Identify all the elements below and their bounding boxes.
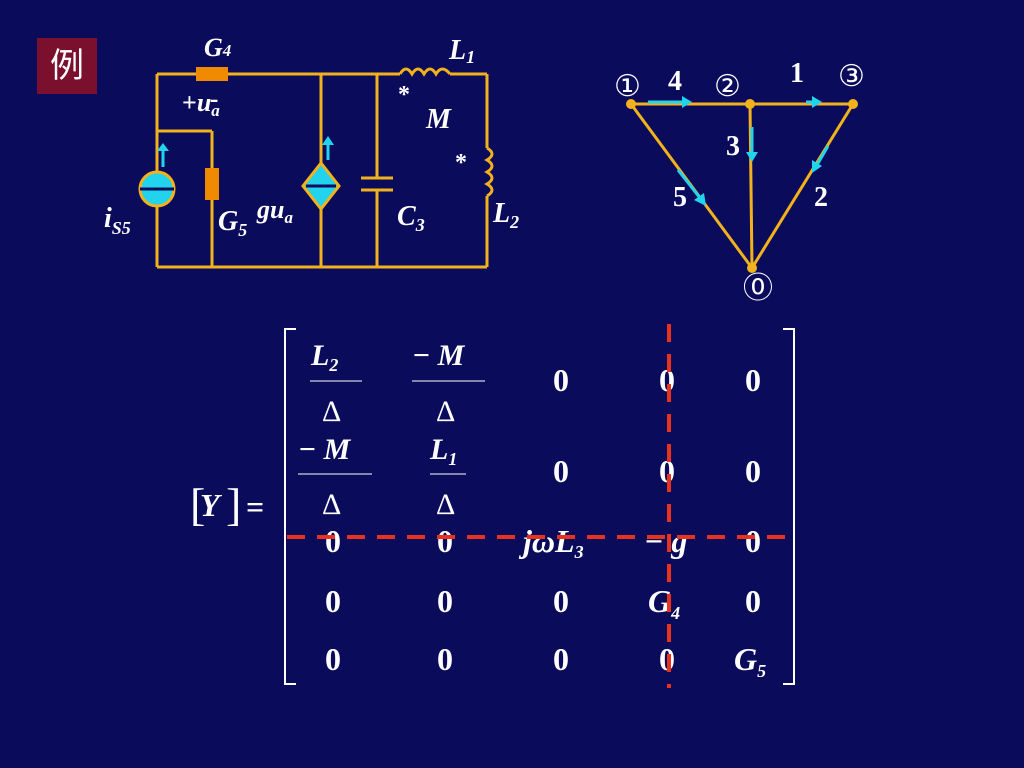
cell-r3c1: 0 [325,523,341,559]
label-g4: G4 [204,33,231,62]
cell-r2c2: L1 Δ [429,433,466,521]
cell-r3c3: jωL3 [518,523,584,562]
g5-resistor [205,168,219,200]
graph-nodes [626,99,858,273]
circuit-wires [155,67,494,269]
node-1: ① [614,70,641,103]
label-g5: G5 [218,206,247,240]
node-3: ③ [838,60,865,93]
branch-2: 2 [814,182,828,213]
cell-r5c1: 0 [325,641,341,677]
cell-r4c4: G4 [648,583,680,623]
label-l1: L1 [448,35,475,67]
current-source-is5 [138,143,176,208]
cell-r3c5: 0 [745,523,761,559]
lhs-bracket-close: ] [226,479,241,530]
cell-r1c5: 0 [745,362,761,398]
cell-r5c5: G5 [734,641,766,681]
cell-r1c1: L2 Δ [310,339,362,428]
cell-r4c2: 0 [437,583,453,619]
svg-text:Δ: Δ [436,395,455,428]
svg-text:Δ: Δ [322,395,341,428]
svg-text:− M: − M [412,339,466,372]
cell-r1c3: 0 [553,362,569,398]
label-c3: C3 [397,201,425,235]
dependent-source-gua [301,136,341,212]
branch-1: 1 [790,58,804,89]
branch-4: 4 [668,66,682,97]
matrix-brackets [284,328,795,685]
svg-text:− M: − M [298,433,352,466]
label-m: M [425,104,452,135]
example-badge: 例 [37,38,97,94]
branch-arrows [648,96,830,206]
svg-text:Δ: Δ [436,488,455,521]
svg-text:L1: L1 [429,433,457,469]
svg-text:L2: L2 [310,339,338,375]
cell-r4c3: 0 [553,583,569,619]
cell-r5c2: 0 [437,641,453,677]
cell-r3c2: 0 [437,523,453,559]
g4-resistor [196,67,228,81]
dot-mark-l1: * [398,82,410,108]
label-l2: L2 [492,198,519,232]
label-ua: +ua- [182,84,220,120]
label-is5: iS5 [104,203,131,238]
cell-r3c4: − g [644,523,687,559]
lhs-y: Y [200,487,222,523]
label-gua: gua [256,195,293,227]
branch-3: 3 [726,131,740,162]
cell-r1c2: − M Δ [412,339,485,428]
cell-r5c3: 0 [553,641,569,677]
cell-r4c5: 0 [745,583,761,619]
cell-r2c5: 0 [745,453,761,489]
cell-r2c3: 0 [553,453,569,489]
lhs-bracket-open: [ [190,479,205,530]
node-2: ② [714,70,741,103]
dot-mark-l2: * [455,150,467,176]
node-0: ⓪ [743,272,773,305]
cell-r2c1: − M Δ [298,433,372,521]
svg-text:Δ: Δ [322,488,341,521]
cell-r4c1: 0 [325,583,341,619]
branch-5: 5 [673,182,687,213]
equals-sign: = [246,489,264,525]
